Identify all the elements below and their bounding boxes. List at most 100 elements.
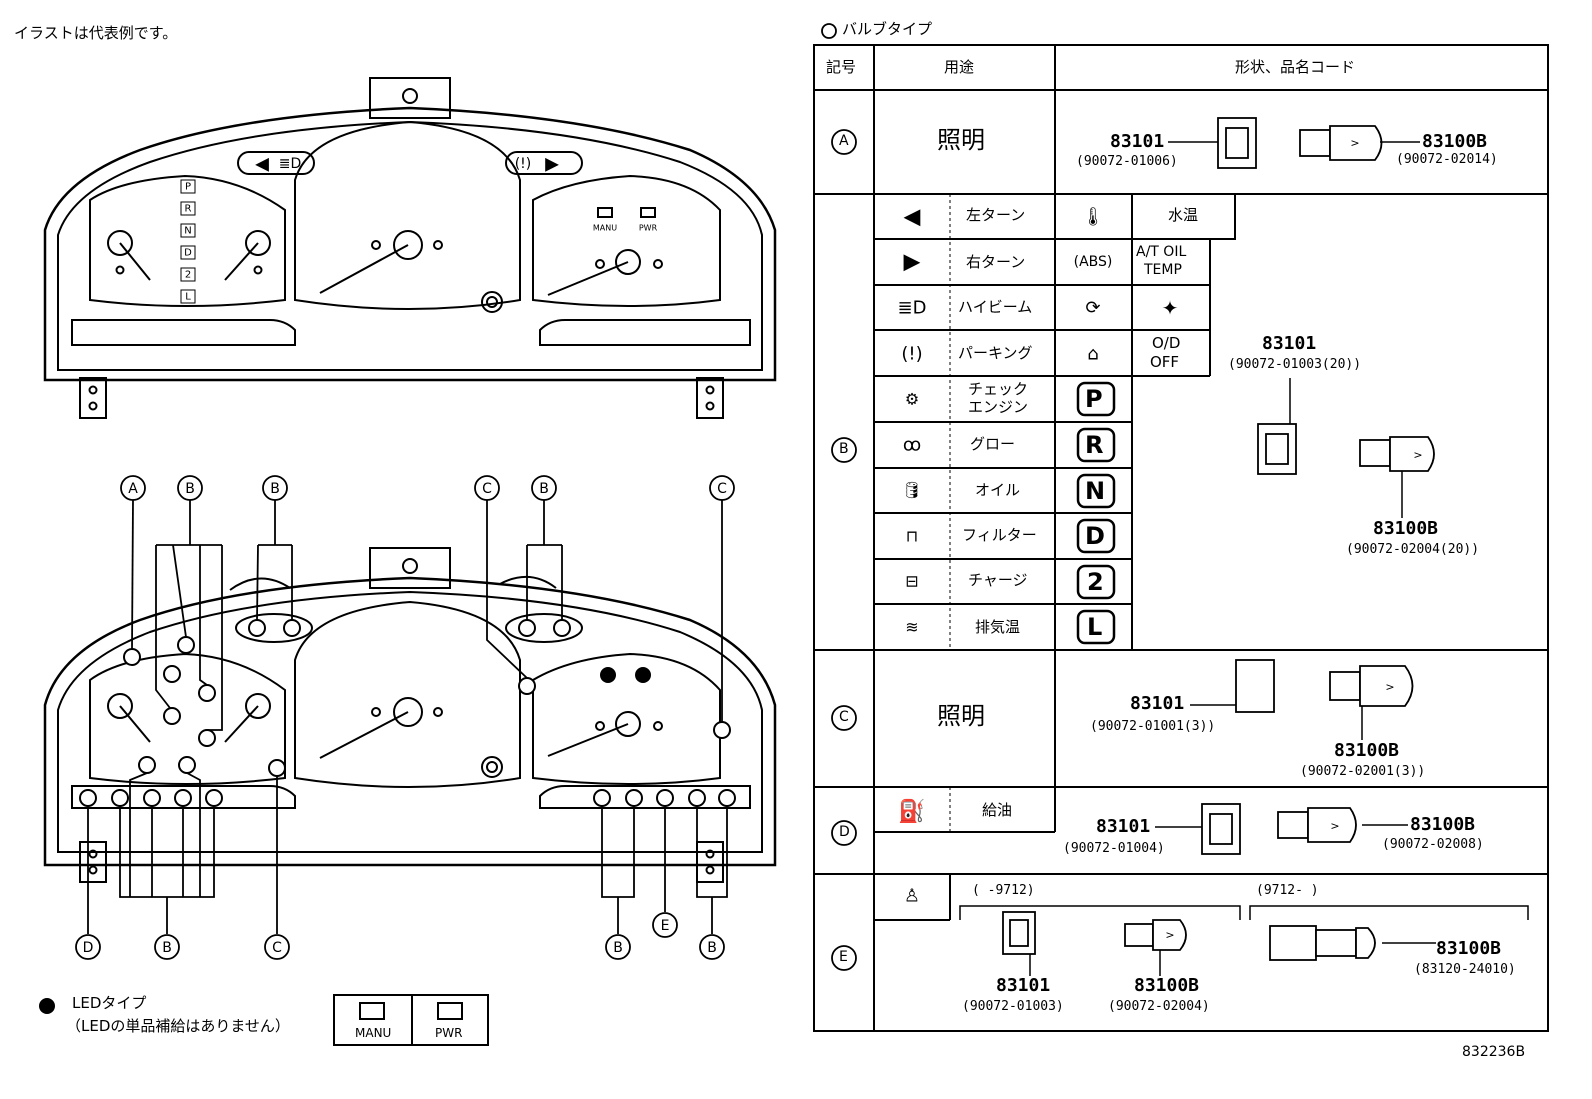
callout-d — [75, 934, 101, 960]
callout-label: D — [83, 940, 94, 956]
item-water-temp: 水温 — [1168, 206, 1199, 224]
pwr-indicator-label: PWR — [639, 224, 658, 233]
item-oil: オイル — [975, 481, 1021, 499]
gear-box-2: 2 — [1087, 568, 1104, 596]
airbag-icon: ✦ — [1162, 296, 1179, 320]
gear-indicator-r: R — [185, 204, 192, 215]
callout-b — [605, 934, 631, 960]
item-at-oil: A/T OIL — [1136, 244, 1187, 260]
gear-box-r: R — [1085, 431, 1104, 459]
item-charge: チャージ — [968, 571, 1028, 589]
item-engine: エンジン — [968, 398, 1029, 416]
led-dots — [39, 667, 651, 1014]
item-temp: TEMP — [1144, 262, 1182, 278]
gear-indicator-2: 2 — [185, 270, 191, 281]
row-d-part2: 83100B — [1410, 814, 1476, 835]
header-shape: 形状、品名コード — [1235, 58, 1356, 76]
item-glow: グロー — [970, 435, 1016, 453]
parking-brake-icon: (!) — [515, 156, 532, 172]
callout-label: E — [661, 918, 670, 934]
item-parking: パーキング — [958, 344, 1033, 362]
oil-icon: 🛢 — [902, 481, 922, 500]
row-e-code2: (90072-02004) — [1108, 999, 1210, 1014]
bulb-type-marker — [821, 23, 837, 39]
callout-label: B — [185, 481, 195, 497]
item-od: O/D — [1152, 334, 1181, 352]
callout-label: B — [539, 481, 549, 497]
row-a-left-part: 83101 — [1110, 131, 1165, 152]
bulb-positions — [79, 619, 736, 807]
row-d-code: D — [839, 824, 850, 840]
gear-indicator-p: P — [185, 182, 191, 193]
row-a-use: 照明 — [937, 126, 985, 154]
item-high-beam: ハイビーム — [958, 298, 1033, 316]
traction-icon: ⟳ — [1085, 298, 1100, 319]
callout-b — [699, 934, 725, 960]
row-c-part1: 83101 — [1130, 693, 1185, 714]
callout-b — [177, 475, 203, 501]
callout-label: C — [717, 481, 727, 497]
high-beam-icon: ≣D — [898, 298, 927, 319]
row-code-b — [831, 437, 857, 463]
item-exhaust-temp: 排気温 — [975, 618, 1021, 636]
bulb-arrow-icon: > — [1413, 449, 1422, 462]
manu-indicator-label: MANU — [593, 224, 617, 233]
callout-b — [262, 475, 288, 501]
row-b-code2: (90072-02004(20)) — [1346, 542, 1480, 557]
instrument-cluster-top — [43, 77, 777, 419]
callout-label: B — [613, 940, 623, 956]
row-b-code: B — [839, 441, 849, 457]
bulb-arrow-icon: > — [1330, 820, 1339, 833]
row-e-code3: (83120-24010) — [1414, 962, 1516, 977]
row-e-part1: 83101 — [996, 975, 1051, 996]
row-b-part1: 83101 — [1262, 333, 1317, 354]
instrument-cluster-bottom — [43, 547, 777, 883]
callout-label: B — [270, 481, 280, 497]
right-turn-icon: ▶ — [545, 154, 559, 175]
callout-c — [474, 475, 500, 501]
callout-label: B — [162, 940, 172, 956]
callout-label: A — [128, 481, 138, 497]
gear-box-n: N — [1085, 477, 1106, 505]
callout-c — [264, 934, 290, 960]
row-e-code1: (90072-01003) — [962, 999, 1064, 1014]
abs-icon: (ABS) — [1074, 254, 1113, 270]
row-a-left-code: (90072-01006) — [1076, 154, 1178, 169]
item-off: OFF — [1150, 353, 1180, 371]
left-turn-icon: ◀ — [255, 154, 269, 175]
item-check: チェック — [968, 380, 1029, 398]
note-text: イラストは代表例です。 — [14, 24, 178, 42]
callout-b — [531, 475, 557, 501]
check-engine-icon: ⚙ — [905, 390, 919, 409]
led-legend-note: （LEDの単品補給はありません） — [66, 1017, 290, 1035]
bulb-table — [813, 44, 1549, 1032]
exhaust-temp-icon: ≋ — [905, 618, 918, 637]
filter-icon: ⊓ — [906, 527, 918, 546]
row-e-part2: 83100B — [1134, 975, 1200, 996]
row-e-code: E — [839, 949, 848, 965]
manu-led-label: MANU — [355, 1026, 392, 1040]
callout-label: B — [707, 940, 717, 956]
callout-e — [652, 912, 678, 938]
row-a-code: A — [839, 133, 849, 149]
row-b-part2: 83100B — [1373, 518, 1439, 539]
fuel-icon: ⛽ — [898, 799, 925, 825]
row-code-d — [831, 820, 857, 846]
leader-lines — [87, 499, 728, 934]
led-legend-title: LEDタイプ — [72, 994, 147, 1012]
callout-b — [154, 934, 180, 960]
bulb-arrow-icon: > — [1165, 929, 1174, 942]
pwr-led-label: PWR — [435, 1026, 463, 1040]
bulb-drawings — [1002, 117, 1435, 961]
parking-brake-icon: (!) — [901, 344, 922, 365]
led-indicator-box: MANU PWR — [333, 994, 489, 1046]
gear-indicator-d: D — [184, 248, 192, 259]
bulb-arrow-icon: > — [1350, 137, 1359, 150]
callout-label: C — [482, 481, 492, 497]
row-d-part1: 83101 — [1096, 816, 1151, 837]
gear-indicator-l: L — [185, 292, 191, 303]
right-turn-icon: ▶ — [904, 250, 921, 275]
row-a-right-code: (90072-02014) — [1396, 152, 1498, 167]
row-c-code2: (90072-02001(3)) — [1300, 764, 1426, 779]
left-turn-icon: ◀ — [904, 205, 921, 230]
